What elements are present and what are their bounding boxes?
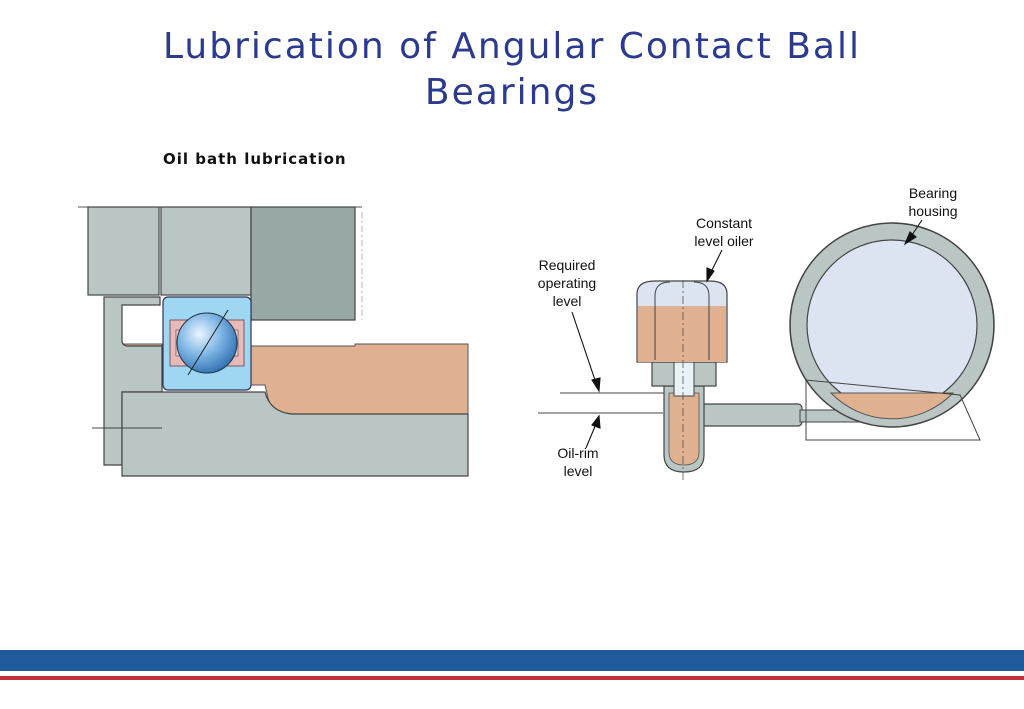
slide-title: Lubrication of Angular Contact Ball Bear…	[80, 24, 944, 116]
label-required-operating-level-line-3: level	[552, 293, 582, 309]
label-required-operating-level-line-1: Required	[538, 257, 596, 273]
label-constant-level-oiler-line-2: level oiler	[694, 233, 754, 249]
oiler-system	[538, 219, 995, 480]
footer-band-white	[0, 671, 1024, 676]
housing-block-middle	[160, 206, 252, 296]
diagram-subtitle: Oil bath lubrication	[163, 150, 347, 168]
slide-title-line-2: Bearings	[424, 72, 600, 113]
label-oil-rim-level: Oil-rim level	[538, 444, 618, 480]
housing-block-left	[87, 206, 160, 296]
arrowhead-constant-level-oiler	[706, 267, 715, 283]
label-arrows	[571, 219, 923, 449]
label-required-operating-level: Required operating level	[522, 256, 612, 310]
arrowhead-bearing-housing	[903, 231, 917, 246]
footer-band-red	[0, 676, 1024, 680]
arrow-oil-rim-level	[585, 423, 597, 449]
label-constant-level-oiler-line-1: Constant	[695, 215, 753, 231]
arrow-required-operating-level	[571, 311, 597, 384]
label-bearing-housing-line-1: Bearing	[908, 185, 958, 201]
label-oil-rim-level-line-1: Oil-rim	[557, 445, 599, 461]
label-required-operating-level-line-2: operating	[537, 275, 597, 291]
rolling-ball	[176, 312, 238, 374]
contact-angle-line	[187, 309, 229, 376]
feed-pipe	[699, 403, 803, 427]
label-oil-rim-level-line-2: level	[563, 463, 593, 479]
label-bearing-housing-line-2: housing	[908, 203, 958, 219]
housing-base	[805, 379, 981, 441]
oiler-stem	[673, 361, 695, 397]
footer-band-blue	[0, 650, 1024, 671]
arrowhead-required-operating-level	[591, 377, 601, 393]
reservoir-oil	[668, 392, 700, 466]
housing-cavity	[806, 239, 978, 411]
label-constant-level-oiler: Constant level oiler	[674, 214, 774, 250]
housing-block-right	[250, 206, 356, 321]
slide-title-line-1: Lubrication of Angular Contact Ball	[163, 26, 861, 67]
arrowhead-oil-rim-level	[591, 414, 601, 429]
bearing-cross-section	[78, 206, 469, 477]
bottle-oil	[638, 306, 726, 362]
label-bearing-housing: Bearing housing	[888, 184, 978, 220]
housing-oil	[829, 392, 955, 420]
bottle-ribs	[654, 281, 710, 360]
shaft	[121, 391, 469, 477]
